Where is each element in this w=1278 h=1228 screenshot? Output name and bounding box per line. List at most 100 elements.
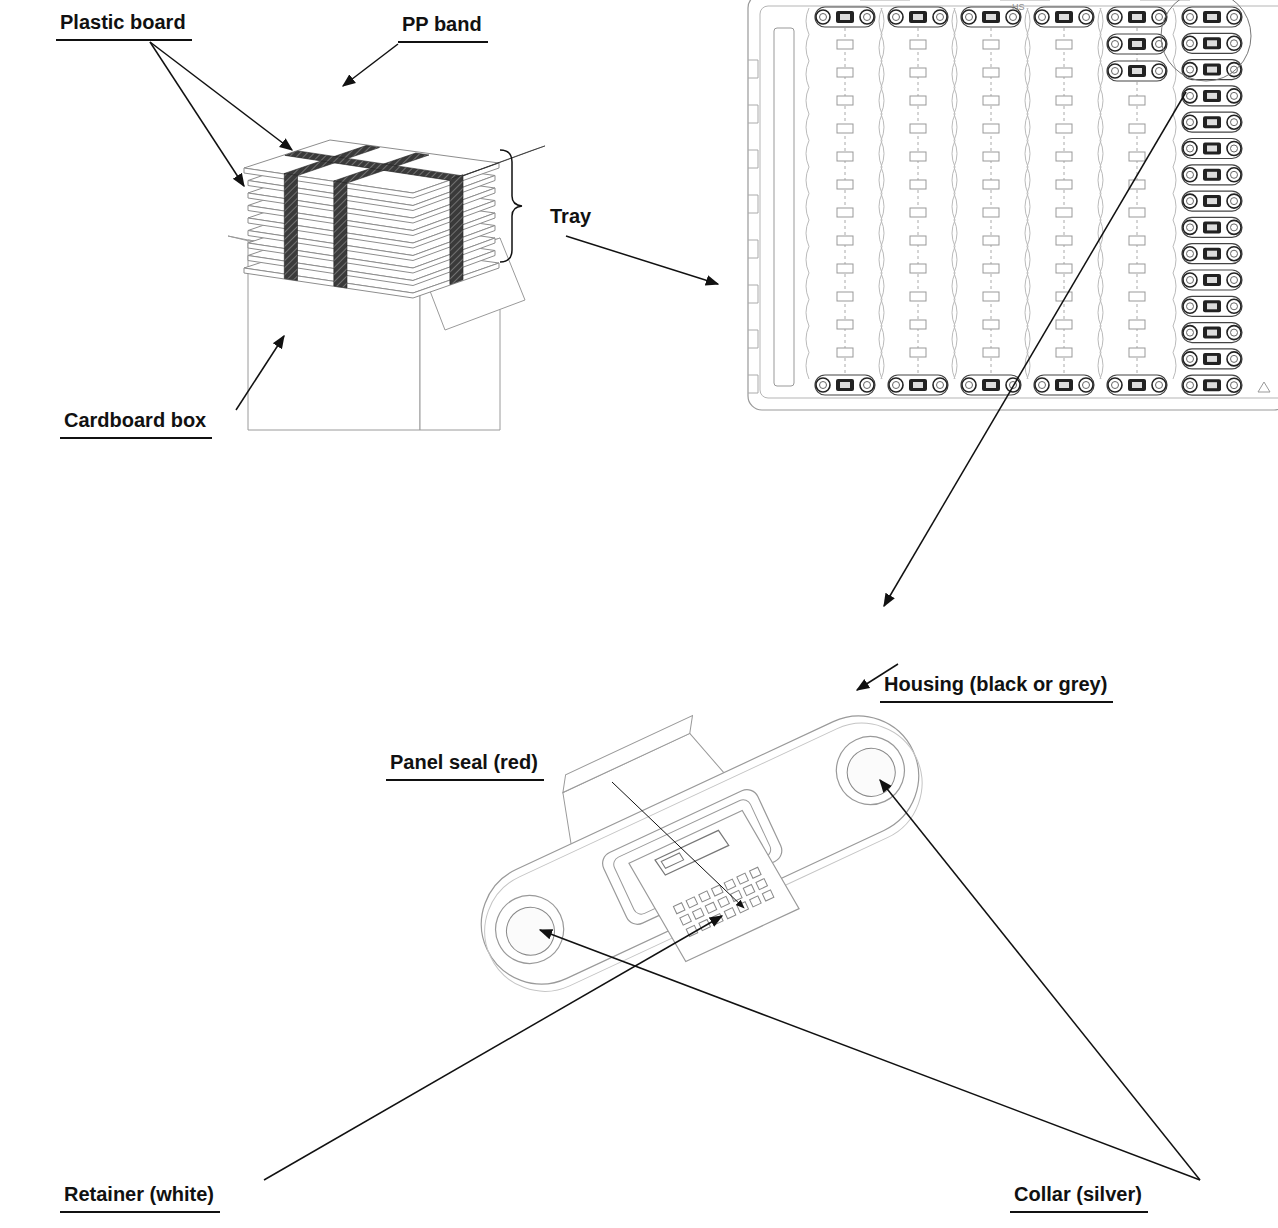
connector-icon [1182,349,1242,369]
tray-pocket [837,40,853,49]
housing-front [629,806,799,965]
tray-pocket [837,96,853,105]
leader-line [264,916,722,1180]
tray-divider [952,8,955,379]
tray-pocket [1056,40,1072,49]
tray-pocket [837,180,853,189]
pin-cavity [680,914,692,925]
tray-notch [748,285,758,303]
connector-icon [1107,375,1167,395]
tray-pocket [1056,124,1072,133]
tray-notch [748,60,758,78]
tray-pocket [1056,348,1072,357]
tray-pocket [983,292,999,301]
connector-icon [1107,61,1167,81]
tray-pocket [837,152,853,161]
connector-icon [1182,112,1242,132]
pin-cavity [673,903,685,914]
part-label: Collar (silver) [1010,1182,1148,1213]
tray-notch [748,150,758,168]
collar [484,884,574,974]
tray-pocket [910,68,926,77]
connector-icon [1182,323,1242,343]
housing-flange [462,696,939,1003]
tray-pocket [837,264,853,273]
tray-pocket [1056,208,1072,217]
tray-pocket [1056,236,1072,245]
tray-pocket [983,208,999,217]
connector-icon [1182,375,1242,395]
connector-icon [1182,165,1242,185]
tray-pocket [1129,320,1145,329]
leader-line [540,930,1200,1180]
connector-icon [1182,217,1242,237]
tray-pocket [910,348,926,357]
connector-icon [888,7,948,27]
detail-circle [1161,0,1251,81]
tray-stack [244,140,545,298]
pp-band [450,146,545,180]
tray-pocket [983,96,999,105]
tray-pocket [1129,152,1145,161]
tray-pocket [837,320,853,329]
tray-pocket [910,180,926,189]
tray-pocket [910,40,926,49]
part-label: Cardboard box [60,408,212,439]
collar-bore [499,899,563,963]
tray-pocket [837,292,853,301]
tray-pocket [983,348,999,357]
connector-housing [434,637,953,1035]
tray-pocket [983,236,999,245]
connector-icon [1107,7,1167,27]
pin-cavity [750,867,762,878]
tray-pocket [1129,236,1145,245]
leader-line [880,780,1200,1180]
tray-pocket [1056,96,1072,105]
tray-pocket [1129,348,1145,357]
part-label: PP band [398,12,488,43]
collar-bore [839,740,903,804]
tray-pocket [1056,152,1072,161]
pin-cavity [724,908,736,919]
pin-cavity [756,879,768,890]
pin-cavity [705,902,717,913]
leader-line [343,44,398,86]
connector-icon [1182,296,1242,316]
pin-cavity [762,890,774,901]
tray-pocket [837,236,853,245]
retainer-tab [661,853,683,869]
pin-cavity [718,896,730,907]
tray-inner [760,6,1278,398]
tray-pocket [910,236,926,245]
pin-cavity [731,890,743,901]
connector-icon [1034,7,1094,27]
part-label: Housing (black or grey) [880,672,1113,703]
tray-pocket [837,68,853,77]
tray-pocket [983,320,999,329]
housing-rear [557,716,699,793]
pin-cavity [750,896,762,907]
tray-pocket [1056,180,1072,189]
tray-divider [1098,8,1101,379]
tray-pocket [983,180,999,189]
part-label: Tray [546,204,597,233]
tray-pocket [983,40,999,49]
pp-band [450,175,463,285]
pin-cavity [692,908,704,919]
tray-pocket [910,264,926,273]
retainer [655,829,729,876]
tray-divider [806,8,809,379]
pin-cavity [743,885,755,896]
leader-line [884,92,1186,606]
tray-divider [1173,8,1176,379]
tray-pocket [837,348,853,357]
leader-line [566,236,718,284]
tray-pocket [910,152,926,161]
connector-icon [1182,191,1242,211]
connector-icon [1182,86,1242,106]
leader-line [150,42,244,186]
tray-slot [774,28,794,386]
tray-top-view [748,0,1278,410]
tray-notch [748,105,758,123]
connector-icon [1034,375,1094,395]
